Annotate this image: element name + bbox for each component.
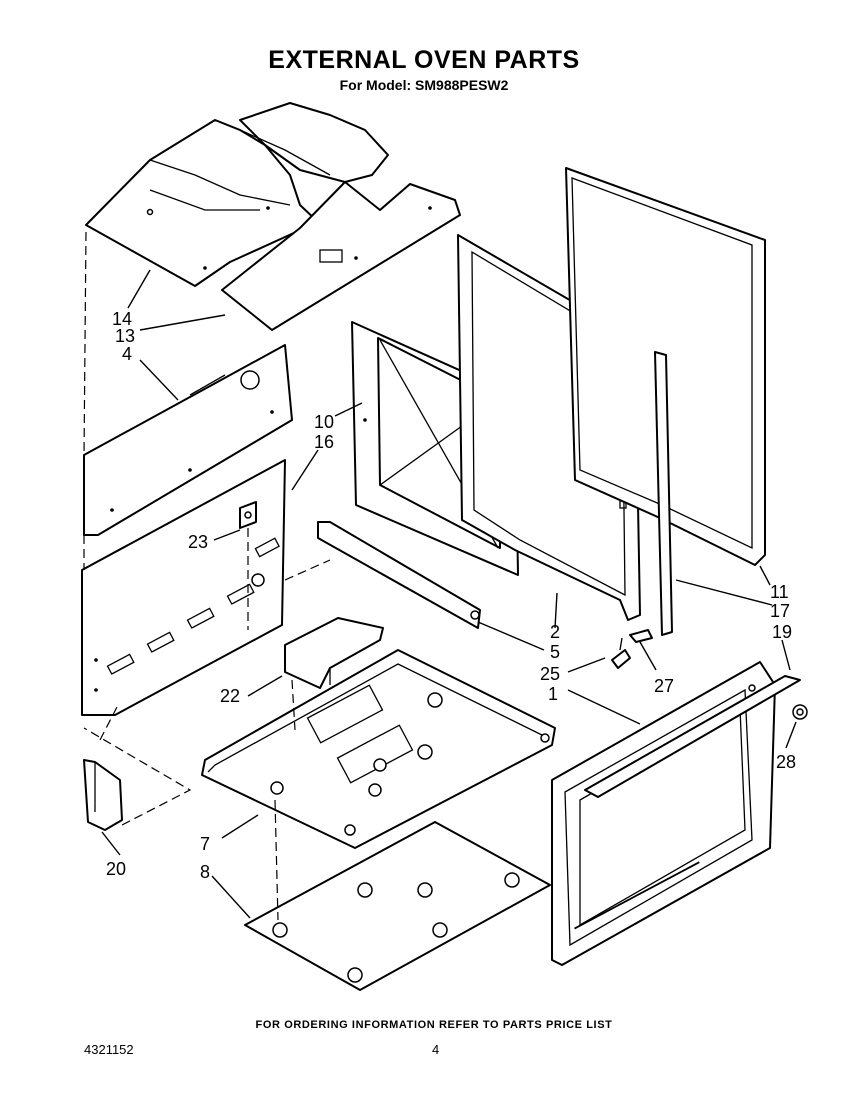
bottom-plate-part	[244, 821, 551, 991]
callout-28: 28	[776, 752, 796, 772]
callout-labels: 14 13 4 10 16 23 22 2 5 25 1 27 11 17 19…	[106, 309, 796, 882]
callout-1: 1	[548, 684, 558, 704]
callout-14: 14	[112, 309, 132, 329]
callout-10: 10	[314, 412, 334, 432]
model-subtitle: For Model: SM988PESW2	[339, 77, 509, 93]
callout-23: 23	[188, 532, 208, 552]
callout-leader-lines	[101, 269, 797, 919]
callout-8: 8	[200, 862, 210, 882]
small-bracket-part	[239, 501, 257, 529]
gasket-strip-part	[654, 351, 673, 636]
small-fastener-part	[611, 637, 631, 669]
callout-20: 20	[106, 859, 126, 879]
callout-16: 16	[314, 432, 334, 452]
callout-22: 22	[220, 686, 240, 706]
page-title: EXTERNAL OVEN PARTS	[268, 46, 580, 74]
side-rail-part	[317, 521, 481, 629]
side-panel-part	[81, 459, 286, 716]
callout-7: 7	[200, 834, 210, 854]
front-door-frame-part	[551, 661, 801, 966]
ordering-information-note: FOR ORDERING INFORMATION REFER TO PARTS …	[255, 1019, 613, 1031]
hinge-knob-part	[792, 704, 808, 720]
callout-13: 13	[115, 326, 135, 346]
oven-tray-part	[201, 649, 556, 849]
callout-5: 5	[550, 642, 560, 662]
callout-17: 17	[770, 601, 790, 621]
document-number: 4321152	[84, 1042, 134, 1057]
page-number: 4	[432, 1042, 440, 1057]
rear-panel-part	[83, 344, 293, 536]
assembly-guide-lines	[83, 231, 331, 921]
callout-19: 19	[772, 622, 792, 642]
callout-4: 4	[122, 344, 132, 364]
callout-2: 2	[550, 622, 560, 642]
top-cover-part	[85, 119, 319, 287]
clip-part	[629, 629, 653, 643]
small-cover-part	[83, 727, 192, 831]
bracket-box-part	[284, 617, 384, 689]
callout-25: 25	[540, 664, 560, 684]
callout-27: 27	[654, 676, 674, 696]
callout-11: 11	[770, 582, 789, 602]
top-rear-cover-part	[221, 102, 461, 331]
